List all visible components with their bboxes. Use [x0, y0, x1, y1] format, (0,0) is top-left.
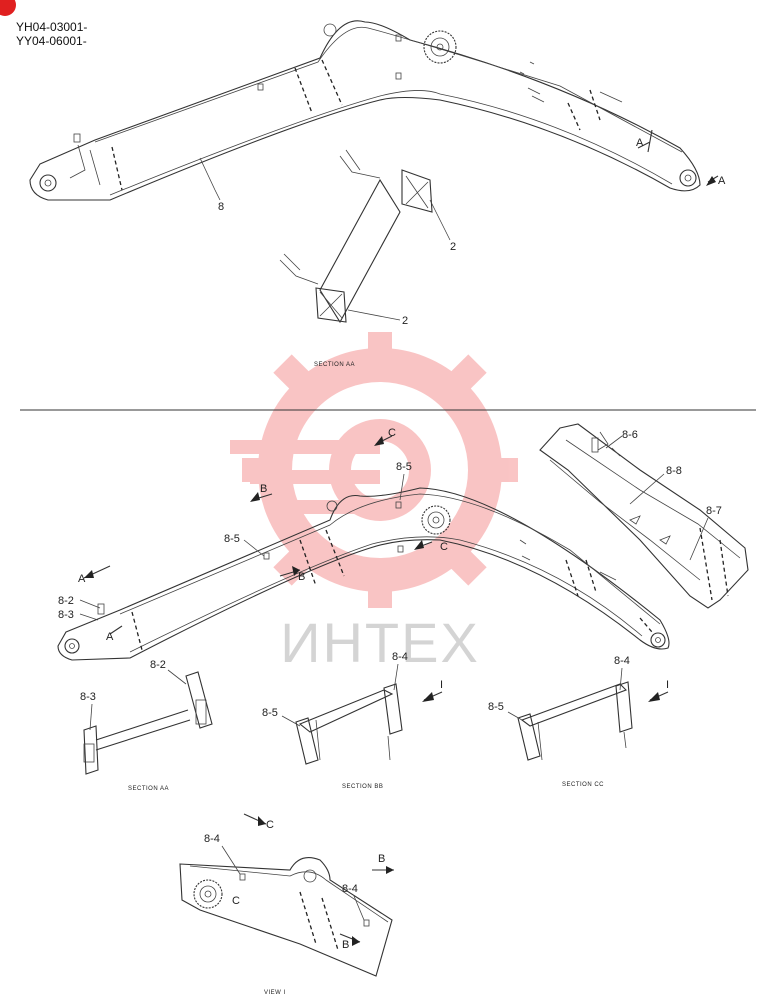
label-view-8-4b: 8-4: [342, 883, 358, 895]
top-section-aa: 2 2 SECTION AA: [279, 149, 456, 368]
section-bb-label: SECTION BB: [342, 784, 383, 790]
view-i-detail: C B 8-4 8-4 C B VIEW I: [179, 813, 394, 996]
label-arrow-a-upper: A: [636, 137, 644, 149]
label-top-part-2b: 2: [402, 315, 408, 327]
view-i-label: VIEW I: [264, 990, 286, 996]
label-part-8: 8: [218, 201, 224, 213]
label-8-3: 8-3: [58, 609, 74, 621]
label-cc-8-5: 8-5: [488, 701, 504, 713]
label-bb-8-5: 8-5: [262, 707, 278, 719]
label-view-b-low: B: [342, 939, 349, 951]
section-bb-detail: 8-4 8-5 I SECTION BB: [262, 651, 443, 790]
right-detail-view: 8-6 8-8 8-7: [539, 423, 749, 609]
serial-code-2: YY04-06001-: [16, 34, 87, 48]
section-cc-label: SECTION CC: [562, 782, 604, 788]
bottom-boom-labels: C B 8-5 8-5 B C A 8-2 8-3 A: [58, 427, 448, 643]
label-a-small: A: [106, 631, 114, 643]
label-8-2: 8-2: [58, 595, 74, 607]
watermark-logo: [230, 332, 518, 608]
label-view-8-4a: 8-4: [204, 833, 220, 845]
label-a-left: A: [78, 573, 86, 585]
bottom-boom: [57, 487, 670, 661]
label-8-6: 8-6: [622, 429, 638, 441]
label-cc-arrow-i: I: [666, 679, 669, 691]
section-aa-label: SECTION AA: [128, 786, 169, 792]
top-boom: 8 A A: [29, 20, 726, 213]
label-aa-8-2: 8-2: [150, 659, 166, 671]
label-view-c-arrow: C: [266, 819, 274, 831]
label-8-5-top: 8-5: [396, 461, 412, 473]
label-arrow-a-right: A: [718, 175, 726, 187]
section-aa-detail: 8-2 8-3 SECTION AA: [80, 659, 213, 792]
label-8-8: 8-8: [666, 465, 682, 477]
label-c-top: C: [388, 427, 396, 439]
label-b-top: B: [260, 483, 267, 495]
section-cc-detail: 8-4 8-5 I SECTION CC: [488, 655, 669, 788]
label-view-c-pin: C: [232, 895, 240, 907]
label-8-7: 8-7: [706, 505, 722, 517]
corner-badge: [0, 0, 16, 16]
label-c-mid: C: [440, 541, 448, 553]
label-8-5-left: 8-5: [224, 533, 240, 545]
label-cc-8-4: 8-4: [614, 655, 630, 667]
serial-code-1: YH04-03001-: [16, 20, 88, 34]
label-bb-arrow-i: I: [440, 679, 443, 691]
watermark-text: ИНТЕХ: [280, 611, 480, 674]
label-view-b-arrow: B: [378, 853, 385, 865]
label-top-part-2a: 2: [450, 241, 456, 253]
label-b-mid: B: [298, 571, 305, 583]
top-section-aa-label: SECTION AA: [314, 362, 355, 368]
label-bb-8-4: 8-4: [392, 651, 408, 663]
label-aa-8-3: 8-3: [80, 691, 96, 703]
